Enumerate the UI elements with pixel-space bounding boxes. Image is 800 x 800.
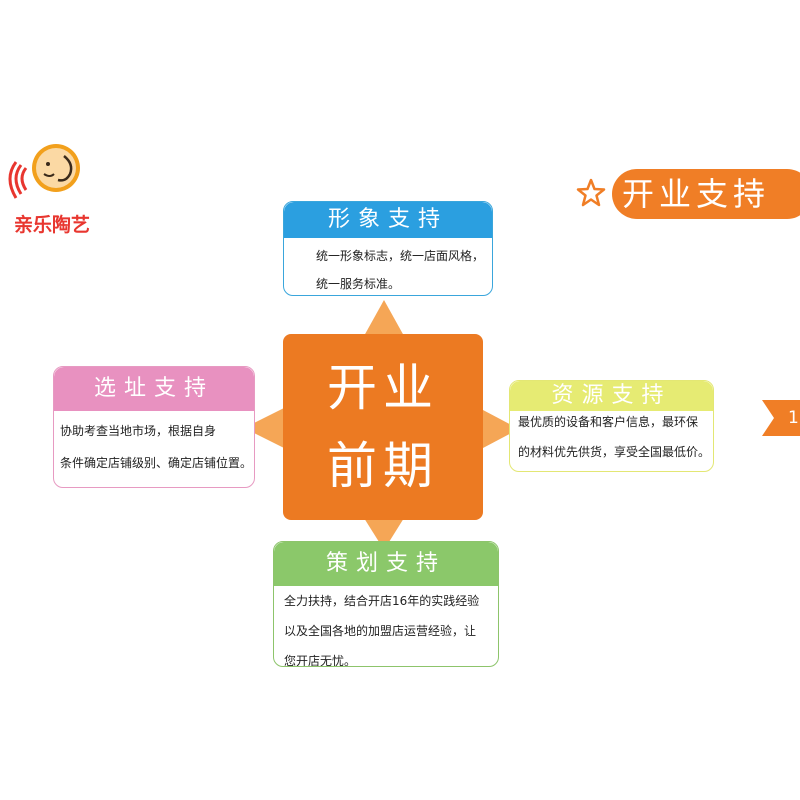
card-text-line: 最优质的设备和客户信息，最环保 — [518, 415, 699, 429]
arrow-up-icon — [364, 300, 404, 336]
card-title: 资源支持 — [510, 381, 713, 411]
arrow-left-icon — [244, 408, 284, 448]
card-title: 选址支持 — [54, 367, 254, 411]
card-title: 策划支持 — [274, 542, 498, 586]
brand-name: 亲乐陶艺 — [13, 214, 90, 236]
card-site-support: 选址支持 协助考查当地市场，根据自身 条件确定店铺级别、确定店铺位置。 — [53, 366, 255, 488]
arrow-right-icon — [483, 410, 519, 448]
brand-logo: 亲乐陶艺 — [4, 138, 100, 238]
card-image-support: 形象支持 统一形象标志，统一店面风格， 统一服务标准。 — [283, 201, 493, 296]
section-title-pill: 开业支持 — [612, 169, 800, 219]
card-text-line: 全力扶持，结合开店16年的实践经验 — [284, 594, 480, 608]
card-text-line: 条件确定店铺级别、确定店铺位置。 — [60, 456, 253, 470]
star-outline-icon — [576, 178, 606, 207]
card-text-line: 协助考查当地市场，根据自身 — [60, 424, 217, 438]
card-text-line: 统一服务标准。 — [316, 277, 401, 291]
logo-face-icon — [8, 144, 80, 199]
arrow-down-icon — [364, 518, 404, 550]
center-line-1: 开业 — [327, 359, 439, 417]
card-text-line: 的材料优先供货，享受全国最低价。 — [518, 445, 711, 459]
card-plan-support: 策划支持 全力扶持，结合开店16年的实践经验 以及全国各地的加盟店运营经验，让 … — [273, 541, 499, 667]
next-section-label: 1 — [788, 408, 799, 428]
center-node: 开业 前期 — [283, 334, 483, 520]
card-text-line: 统一形象标志，统一店面风格， — [316, 249, 485, 263]
card-text-line: 以及全国各地的加盟店运营经验，让 — [284, 624, 477, 638]
card-body: 协助考查当地市场，根据自身 条件确定店铺级别、确定店铺位置。 — [60, 415, 254, 479]
card-body: 最优质的设备和客户信息，最环保 的材料优先供货，享受全国最低价。 — [518, 407, 713, 467]
section-title: 开业支持 — [622, 175, 771, 213]
card-body: 统一形象标志，统一店面风格， 统一服务标准。 — [316, 242, 492, 295]
center-line-2: 前期 — [327, 437, 439, 495]
card-body: 全力扶持，结合开店16年的实践经验 以及全国各地的加盟店运营经验，让 您开店无忧… — [284, 586, 498, 667]
card-title: 形象支持 — [284, 202, 492, 238]
next-section-tab: 1 — [762, 400, 800, 436]
card-text-line: 您开店无忧。 — [284, 654, 357, 667]
card-resource-support: 资源支持 最优质的设备和客户信息，最环保 的材料优先供货，享受全国最低价。 — [509, 380, 714, 472]
